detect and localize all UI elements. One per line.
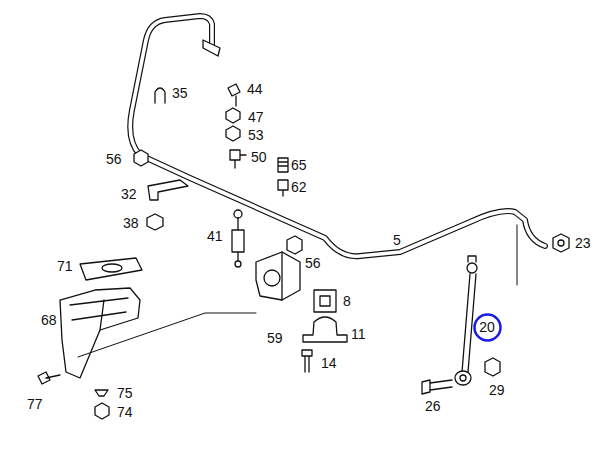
callout-number: 56 — [304, 255, 322, 271]
callout-number: 62 — [290, 179, 308, 195]
callout-number: 8 — [342, 293, 352, 309]
callout-number: 14 — [320, 355, 338, 371]
callout-number: 68 — [40, 312, 58, 328]
callout-number: 56 — [105, 151, 123, 167]
callout-number: 11 — [350, 326, 367, 342]
callout-number: 74 — [116, 404, 134, 420]
highlight-circle: 20 — [473, 313, 502, 342]
callout-number: 44 — [246, 81, 264, 97]
callout-number: 77 — [26, 396, 44, 412]
callout-number: 20 — [479, 319, 495, 335]
callout-number: 35 — [171, 85, 189, 101]
callout-number: 38 — [122, 215, 140, 231]
callout-number: 65 — [290, 157, 308, 173]
callout-number: 41 — [206, 228, 224, 244]
callout-number: 5 — [392, 232, 402, 248]
callout-number: 32 — [120, 186, 138, 202]
callout-number: 59 — [266, 330, 284, 346]
callout-number: 47 — [247, 109, 265, 125]
callout-number: 50 — [250, 149, 268, 165]
callout-number: 53 — [247, 127, 265, 143]
callout-number: 75 — [116, 385, 134, 401]
callout-number: 26 — [424, 398, 442, 414]
callout-number: 23 — [574, 235, 592, 251]
callout-number: 71 — [56, 258, 74, 274]
callout-number: 29 — [488, 382, 506, 398]
